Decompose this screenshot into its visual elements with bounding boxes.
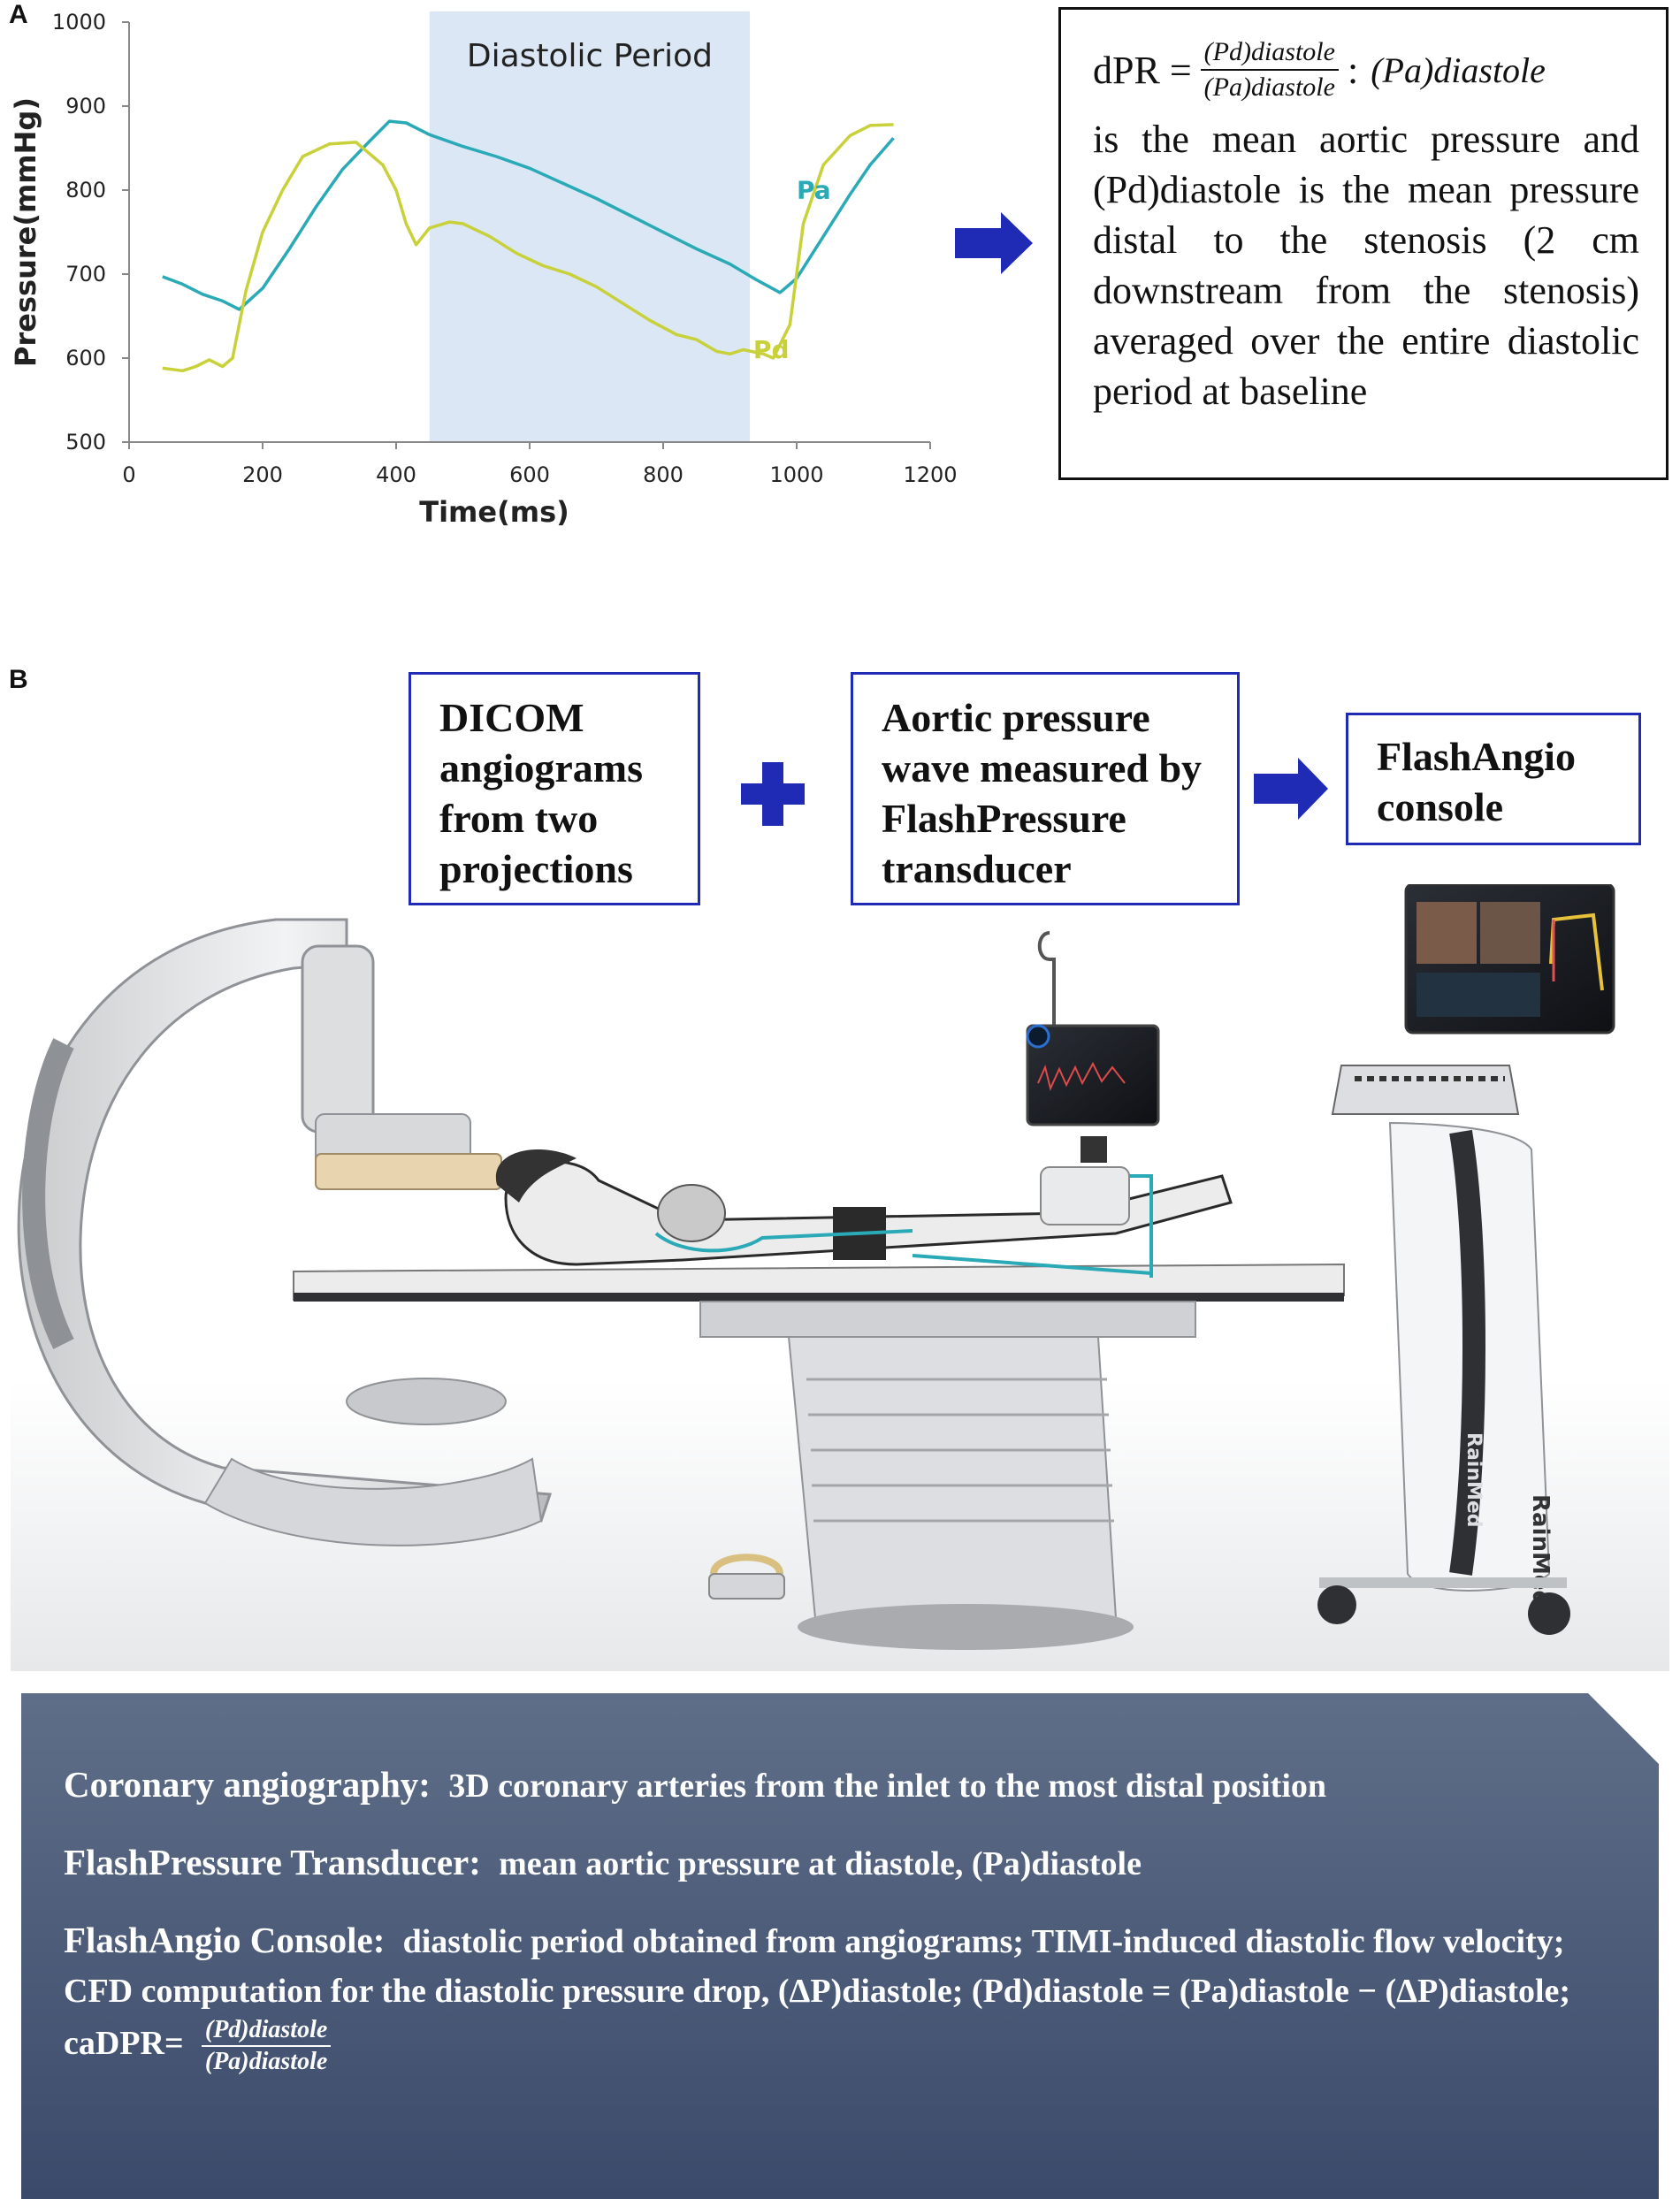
series-line-pd <box>162 123 894 373</box>
aortic-pressure-box-text: Aortic pressure wave measured by FlashPr… <box>882 695 1203 891</box>
x-tick-label: 1000 <box>769 462 823 487</box>
dpr-description: is the mean aortic pressure and (Pd)dias… <box>1093 118 1639 413</box>
pressure-chart: Diastolic Period 0 200 400 600 800 1000 1200 50… <box>9 10 958 529</box>
dpr-formula-box: dPR = (Pd)diastole (Pa)diastole : (Pa)di… <box>1058 7 1669 480</box>
dpr-lhs: dPR = <box>1093 48 1192 92</box>
x-tick-label: 0 <box>122 462 135 487</box>
cadpr-denominator: (Pa)diastole <box>204 2048 328 2075</box>
dpr-formula: dPR = (Pd)diastole (Pa)diastole : (Pa)di… <box>1093 26 1639 114</box>
dpr-fraction: (Pd)diastole (Pa)diastole <box>1200 35 1339 104</box>
y-tick-label: 800 <box>65 178 106 202</box>
aortic-pressure-box: Aortic pressure wave measured by FlashPr… <box>851 672 1240 905</box>
y-tick-label: 700 <box>65 262 106 286</box>
series-label-pa: Pa <box>797 176 831 205</box>
flashangio-console-box-text: FlashAngio console <box>1377 734 1576 829</box>
dicom-box: DICOM angiograms from two projections <box>409 672 700 905</box>
x-tick-label: 600 <box>509 462 550 487</box>
summary-head-console: FlashAngio Console: <box>64 1920 386 1960</box>
flashangio-console-box: FlashAngio console <box>1346 713 1641 845</box>
summary-line-angiography: Coronary angiography: 3D coronary arteri… <box>64 1760 1623 1810</box>
y-tick-label: 600 <box>65 346 106 370</box>
pa-term: (Pa)diastole <box>1371 50 1546 90</box>
series-line-pa <box>162 119 895 311</box>
series-label-pd: Pd <box>753 335 790 364</box>
summary-body-transducer: mean aortic pressure at diastole, (Pa)di… <box>499 1845 1142 1882</box>
dpr-numerator: (Pd)diastole <box>1200 35 1339 71</box>
summary-body-angiography: 3D coronary arteries from the inlet to t… <box>448 1768 1327 1805</box>
cadpr-numerator: (Pd)diastole <box>201 2015 332 2047</box>
summary-panel: Coronary angiography: 3D coronary arteri… <box>21 1693 1659 2199</box>
cath-lab-illustration: RainMed RainMed <box>11 884 1669 1671</box>
diastolic-band <box>429 11 751 442</box>
summary-line-transducer: FlashPressure Transducer: mean aortic pr… <box>64 1838 1623 1888</box>
summary-line-console: FlashAngio Console: diastolic period obt… <box>64 1916 1623 2077</box>
panel-a-label: A <box>9 0 28 29</box>
summary-head-angiography: Coronary angiography: <box>64 1764 431 1805</box>
y-tick-label: 500 <box>65 430 106 454</box>
foot-pedal-icon <box>708 1554 785 1600</box>
x-tick-label: 200 <box>242 462 283 487</box>
x-axis-title: Time(ms) <box>419 495 569 529</box>
panel-b-label: B <box>9 665 28 694</box>
diastolic-band-title: Diastolic Period <box>467 38 713 74</box>
summary-background <box>21 1693 1659 2199</box>
y-axis-title: Pressure(mmHg) <box>9 97 42 367</box>
patient-table-icon <box>293 1263 1345 1650</box>
x-tick-label: 1200 <box>903 462 957 487</box>
summary-head-transducer: FlashPressure Transducer: <box>64 1842 481 1882</box>
y-tick-label: 900 <box>65 94 106 118</box>
plus-icon <box>741 762 805 826</box>
chart-ticks: 0 200 400 600 800 1000 1200 500 600 700 800 900 1000 <box>52 10 958 487</box>
right-arrow-icon <box>1254 758 1328 820</box>
console-brand-b: RainMed <box>1527 1494 1554 1607</box>
summary-content: Coronary angiography: 3D coronary arteri… <box>64 1760 1623 2105</box>
summary-body-console: diastolic period obtained from angiogram… <box>64 1923 1571 2063</box>
flashangio-console-icon: RainMed RainMed <box>1317 884 1615 1635</box>
dpr-denominator: (Pa)diastole <box>1203 73 1335 102</box>
y-tick-label: 1000 <box>52 10 106 34</box>
x-tick-label: 800 <box>643 462 683 487</box>
dicom-box-text: DICOM angiograms from two projections <box>439 695 643 891</box>
x-tick-label: 400 <box>376 462 416 487</box>
right-arrow-icon <box>955 212 1033 274</box>
console-brand-a: RainMed <box>1462 1432 1485 1528</box>
cadpr-fraction: (Pd)diastole (Pa)diastole <box>201 2015 332 2077</box>
c-arm-icon <box>17 918 553 1546</box>
dpr-colon: : <box>1347 48 1359 92</box>
patient-icon <box>495 1149 1233 1266</box>
flashpressure-transducer-icon <box>912 931 1160 1278</box>
chart-series <box>162 119 895 373</box>
